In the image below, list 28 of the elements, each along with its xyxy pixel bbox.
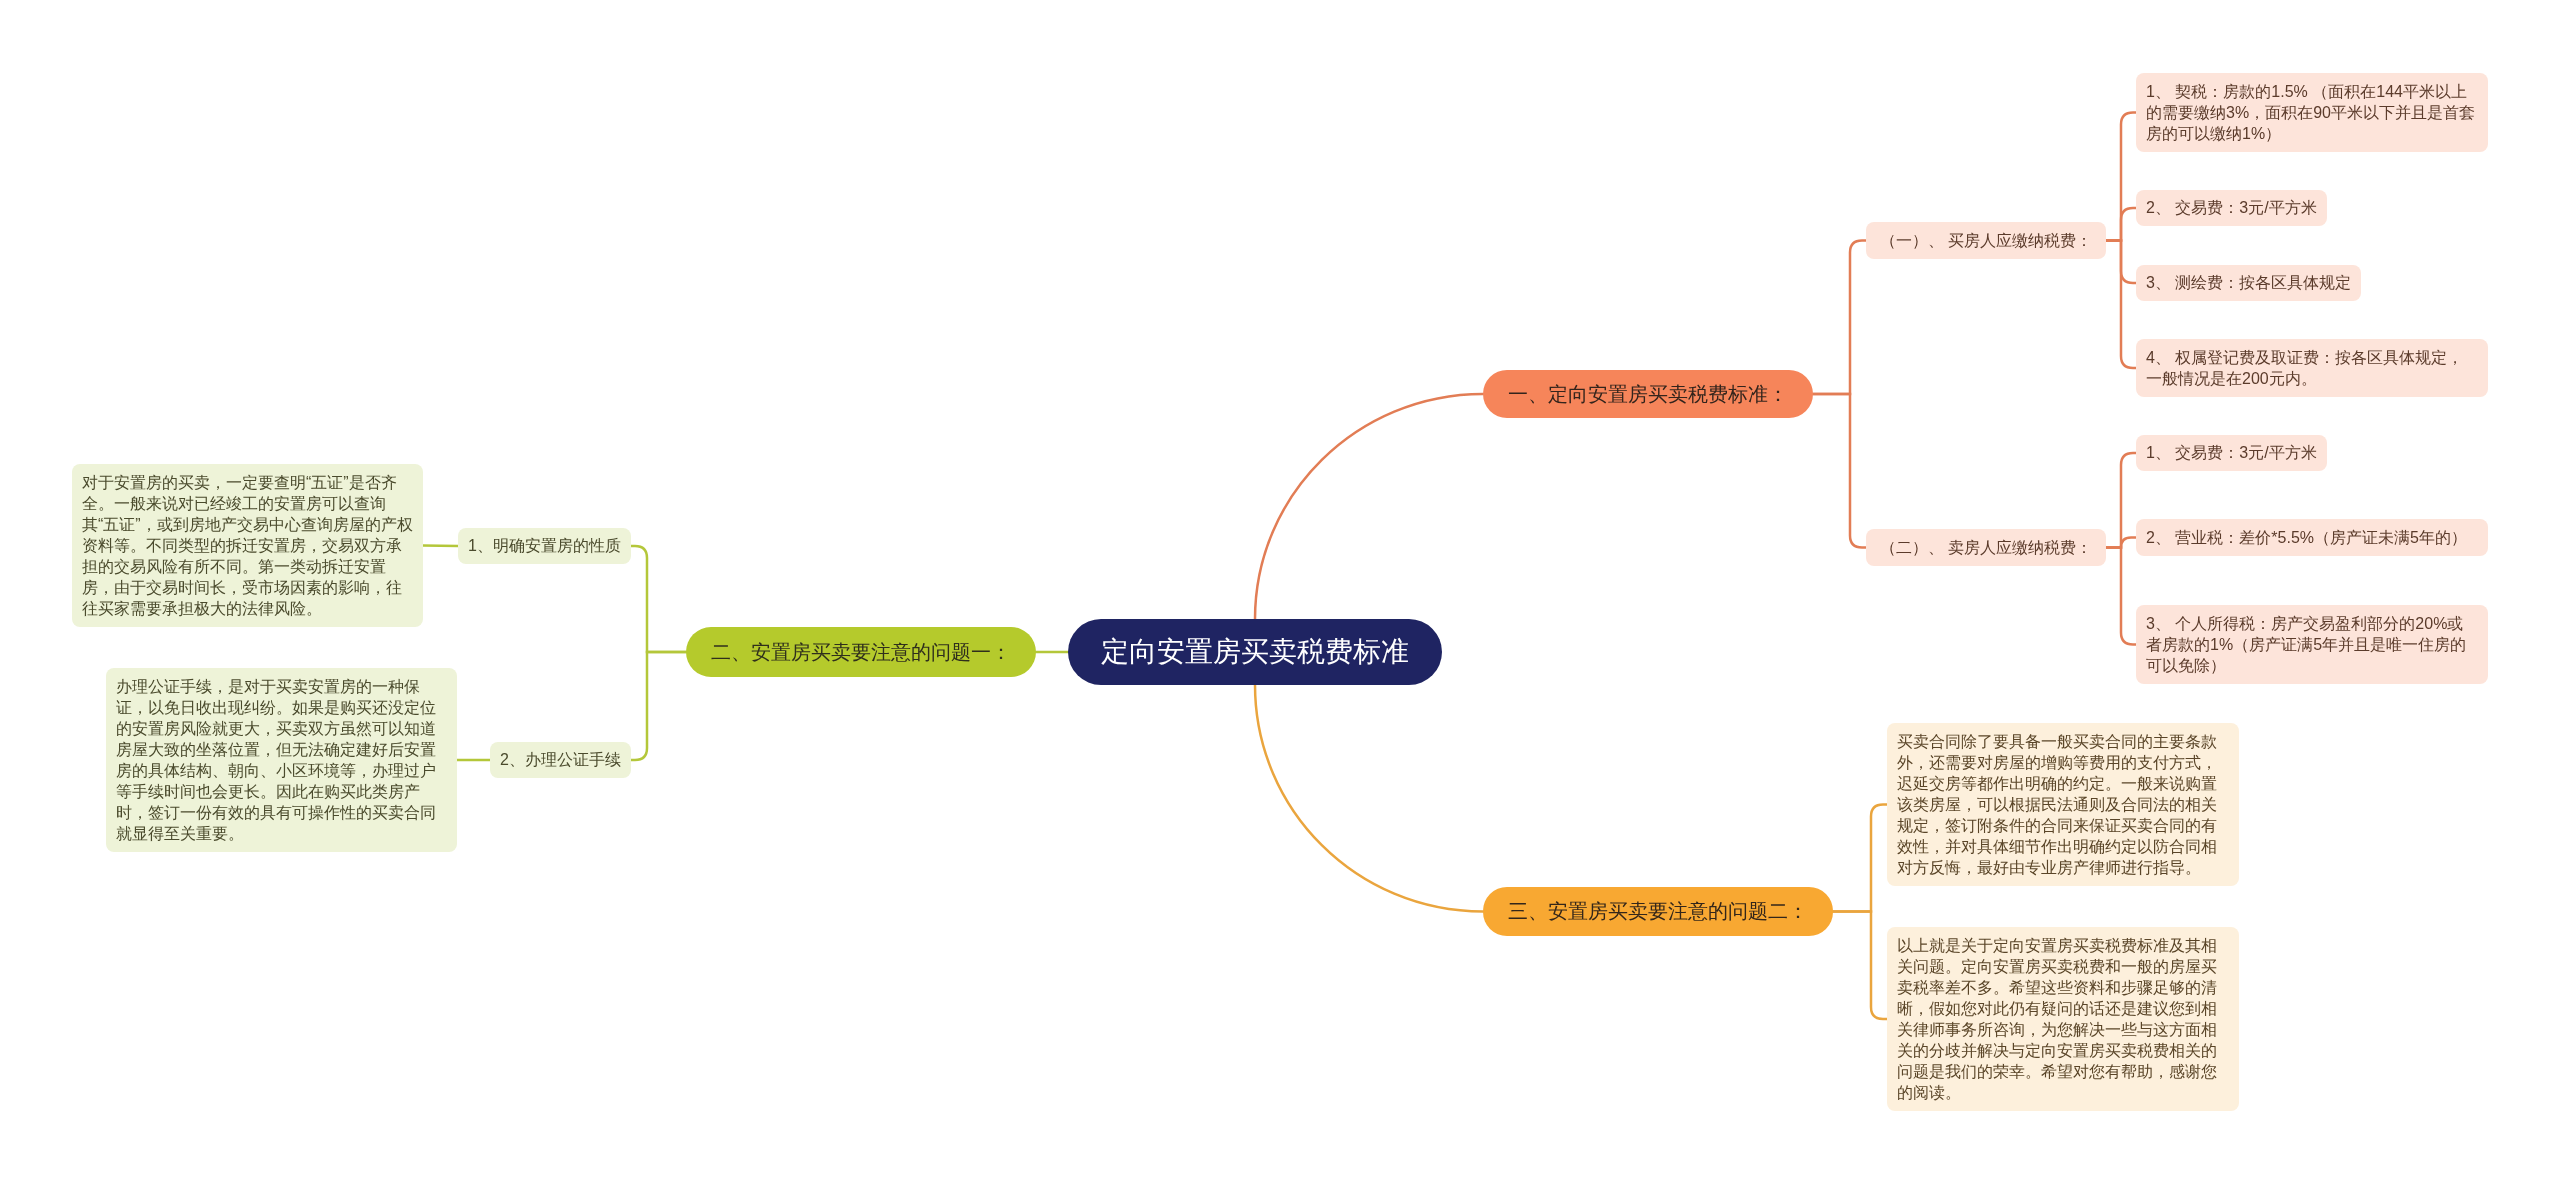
connector: [421, 544, 460, 548]
text-box: 买卖合同除了要具备一般买卖合同的主要条款外，还需要对房屋的增购等费用的支付方式，迟延交房等都作出明确的约定。一般来说购置该类房屋，可以根据民法通则及合同法的相关规定，签订附条件的合同来保证买卖合同的有效性，并对具体细节作出明确约定以防合同相对方反悔，最好由专业房产律师进行指导。: [1887, 722, 2239, 886]
text-box: 办理公证手续，是对于买卖安置房的一种保证，以免日收出现纠纷。如果是购买还没定位的安置房风险就更大，买卖双方虽然可以知道房屋大致的坐落位置，但无法确定建好后安置房的具体结构、朝向、小区环境等，办理过户等手续时间也会更长。因此在购买此类房产时，签订一份有效的具有可操作性的买卖合同就显得至关重要。: [106, 667, 457, 852]
text-box: 1、 契税：房款的1.5% （面积在144平米以上的需要缴纳3%，面积在90平米以下并且是首套房的可以缴纳1%）: [2136, 73, 2488, 152]
subtopic-box: （二）、 卖房人应缴纳税费：: [1866, 528, 2107, 566]
subtopic-box: 2、办理公证手续: [490, 741, 631, 778]
text-box: 3、 测绘费：按各区具体规定: [2136, 265, 2362, 301]
text-box: 3、 个人所得税：房产交易盈利部分的20%或者房款的1%（房产证满5年并且是唯一住房的可以免除）: [2136, 604, 2488, 684]
connector: [1034, 650, 1070, 654]
connector: [1253, 392, 1485, 621]
connector: [2104, 239, 2138, 370]
topic-pill: 二、安置房买卖要注意的问题一：: [686, 627, 1036, 677]
subtopic-box: （一）、 买房人应缴纳税费：: [1866, 221, 2107, 259]
text-box: 1、 交易费：3元/平方米: [2136, 434, 2327, 471]
central-topic: 定向安置房买卖税费标准: [1068, 619, 1442, 685]
connector: [629, 650, 688, 762]
text-box: 以上就是关于定向安置房买卖税费标准及其相关问题。定向安置房买卖税费和一般的房屋买卖税率差不多。希望这些资料和步骤足够的清晰，假如您对此仍有疑问的话还是建议您到相关律师事务所咨询，为您解决一些与这方面相关的分歧并解决与定向安置房买卖税费相关的问题是我们的荣幸。希望对您有帮助，感谢您的阅读。: [1887, 926, 2239, 1111]
text-box: 对于安置房的买卖，一定要查明“五证”是否齐全。一般来说对已经竣工的安置房可以查询其“五证”，或到房地产交易中心查询房屋的产权资料等。不同类型的拆迁安置房，交易双方承担的交易风险有所不同。第一类动拆迁安置房，由于交易时间长，受市场因素的影响，往往买家需要承担极大的法律风险。: [72, 464, 423, 627]
connector: [455, 758, 492, 762]
topic-pill: 一、定向安置房买卖税费标准：: [1483, 370, 1813, 418]
text-box: 2、 营业税：差价*5.5%（房产证未满5年的）: [2136, 518, 2488, 556]
connector: [1811, 392, 1868, 549]
subtopic-box: 1、明确安置房的性质: [458, 527, 631, 564]
connector: [1253, 683, 1485, 913]
text-box: 4、 权属登记费及取证费：按各区具体规定，一般情况是在200元内。: [2136, 338, 2488, 397]
topic-pill: 三、安置房买卖要注意的问题二：: [1483, 886, 1833, 936]
connector: [1831, 910, 1889, 1021]
text-box: 2、 交易费：3元/平方米: [2136, 190, 2327, 226]
